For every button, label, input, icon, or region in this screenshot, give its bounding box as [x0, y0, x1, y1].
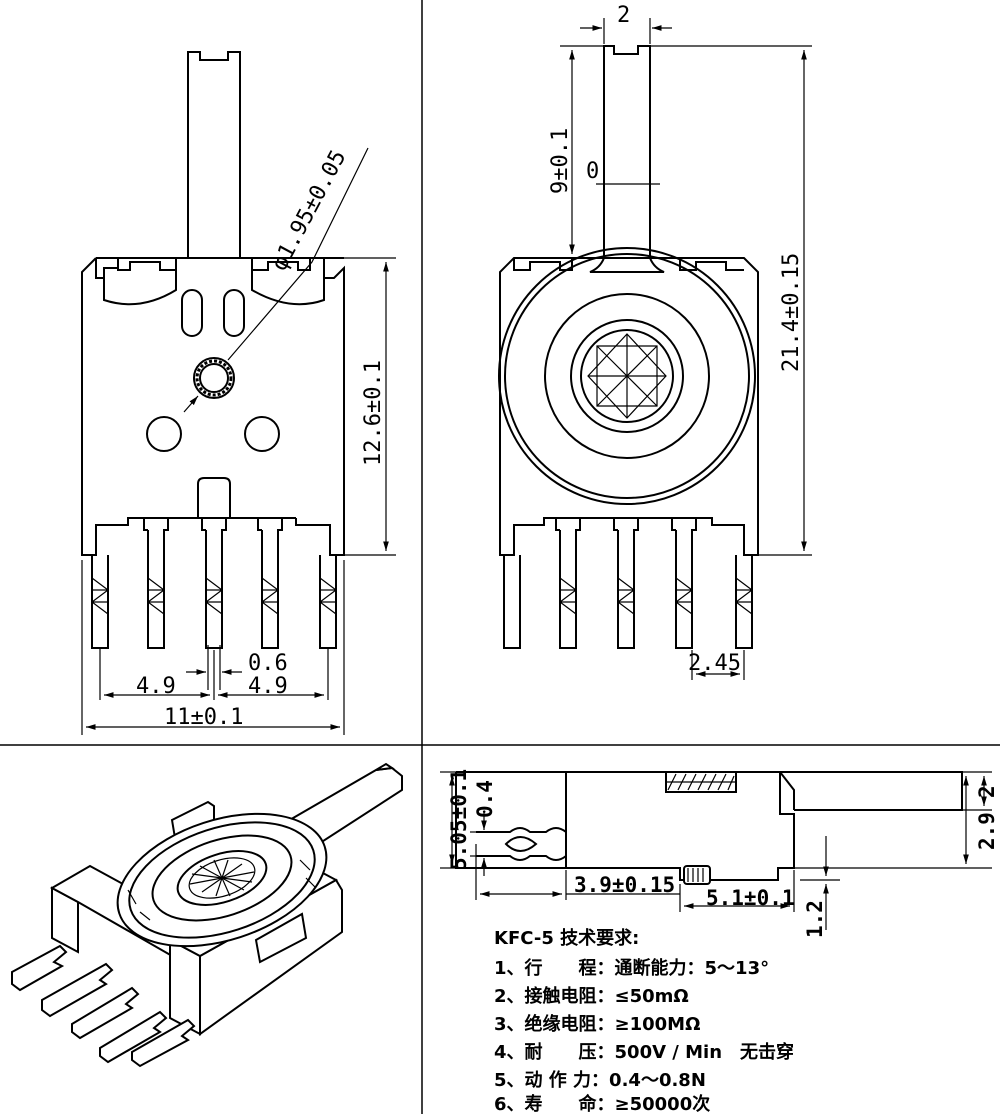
spec-item: 2、接触电阻：≤50mΩ [494, 985, 689, 1007]
isometric-view [11, 762, 403, 1068]
side-body-label: 5.1±0.1 [706, 886, 795, 910]
side-lever-h-label: 2.9 [975, 812, 999, 850]
front-pins [91, 518, 337, 649]
side-step-label: 1.2 [803, 900, 827, 938]
spec-title: KFC-5 技术要求: [494, 927, 639, 949]
spec-item: 5、动 作 力：0.4～0.8N [494, 1069, 706, 1091]
front-view: φ1.95±0.05 12.6±0.1 0.6 4.9 4.9 11±0.1 [81, 51, 396, 735]
side-height-label: 5.05±0.1 [447, 769, 471, 870]
side-pin-offset-label: 3.9±0.15 [574, 873, 675, 897]
back-view: 2 9±0.1 0 21.4±0.15 2.45 [498, 3, 812, 680]
back-pins [503, 518, 753, 649]
spec-item: 1、行 程：通断能力：5～13° [494, 957, 769, 979]
side-view: 5.05±0.1 0.4 3.9±0.15 5.1±0.1 1.2 2 2.9 [440, 769, 999, 938]
spec-item: 4、耐 压：500V / Min 无击穿 [494, 1041, 794, 1063]
spec-item: 3、绝缘电阻：≥100MΩ [494, 1013, 700, 1035]
side-lever-thk-label: 2 [975, 785, 999, 798]
overall-width-label: 11±0.1 [164, 705, 243, 730]
shaft-length-label: 9±0.1 [548, 128, 573, 194]
front-height-label: 12.6±0.1 [361, 360, 386, 466]
iso-pins [11, 944, 196, 1068]
pitch-left-label: 4.9 [136, 674, 176, 699]
spec-item: 6、寿 命：≥50000次 [494, 1093, 710, 1114]
front-shaft-dia-label: φ1.95±0.05 [267, 146, 351, 275]
pitch-right-label: 4.9 [248, 674, 288, 699]
angle-zero-label: 0 [586, 159, 599, 184]
shaft-width-label: 2 [617, 3, 630, 28]
pin-width-label: 0.6 [248, 651, 288, 676]
side-thin-label: 0.4 [473, 780, 497, 818]
pin-pitch-back-label: 2.45 [688, 651, 741, 676]
total-height-label: 21.4±0.15 [779, 253, 804, 372]
spec-block: KFC-5 技术要求: 1、行 程：通断能力：5～13° 2、接触电阻：≤50m… [494, 927, 794, 1114]
